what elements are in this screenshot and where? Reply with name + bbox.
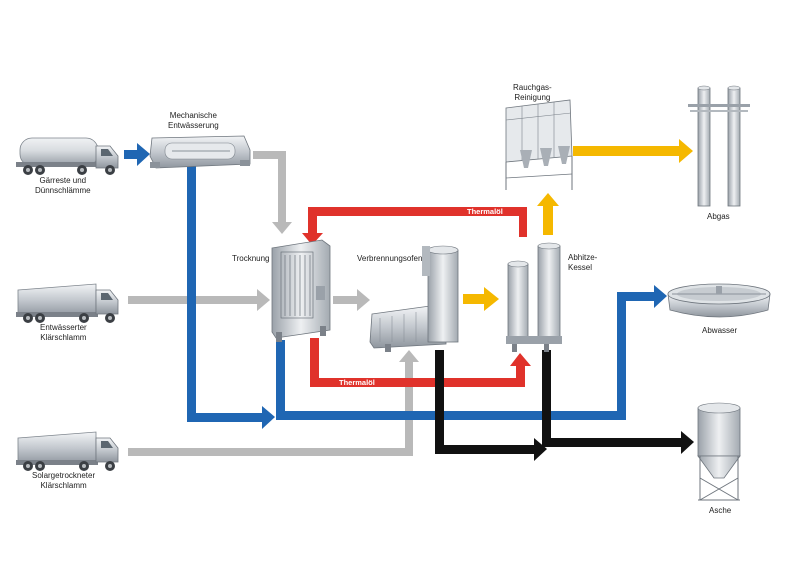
label-line: Asche	[709, 506, 732, 515]
ash-flows	[435, 350, 694, 461]
dryer-icon	[271, 239, 331, 342]
box-truck-icon-solar	[16, 431, 119, 471]
label-line: Abgas	[707, 212, 730, 221]
mechanical-dewatering-icon	[149, 135, 251, 169]
label-line: Gärreste und	[39, 176, 87, 185]
flue-gas-flows	[463, 139, 693, 311]
label-thermal-oil-bottom: Thermalöl	[339, 378, 375, 387]
exhaust-stacks-icon	[688, 85, 750, 207]
label-line: Solargetrockneter	[32, 471, 96, 480]
waste-heat-boiler-icon	[506, 242, 562, 352]
label-drying: Trocknung	[232, 254, 270, 264]
label-line: Kessel	[568, 263, 593, 272]
label-line: Mechanische	[169, 111, 217, 120]
label-line: Trocknung	[232, 254, 270, 263]
tanker-truck-icon	[16, 137, 119, 175]
label-line: Klärschlamm	[40, 333, 87, 342]
label-exhaust: Abgas	[707, 212, 730, 222]
label-incinerator: Verbrennungsofen	[357, 254, 422, 264]
label-waste-heat-boiler: Abhitze- Kessel	[568, 253, 597, 273]
label-line: Rauchgas-	[513, 83, 552, 92]
label-source-digestate: Gärreste und Dünnschlämme	[35, 176, 91, 196]
label-wastewater: Abwasser	[702, 326, 737, 336]
label-ash: Asche	[709, 506, 731, 516]
label-line: Reinigung	[514, 93, 551, 102]
wastewater-clarifier-icon	[667, 283, 771, 318]
label-line: Abwasser	[702, 326, 738, 335]
box-truck-icon-sludge	[16, 283, 119, 323]
label-line: Dünnschlämme	[35, 186, 91, 195]
label-source-dewatered-sludge: Entwässerter Klärschlamm	[40, 323, 87, 343]
label-line: Abhitze-	[568, 253, 598, 262]
incinerator-icon	[369, 245, 459, 352]
label-line: Klärschlamm	[40, 481, 87, 490]
ash-silo-icon	[697, 402, 741, 501]
flue-gas-cleaning-icon	[505, 99, 573, 190]
water-flows	[124, 143, 667, 429]
label-line: Verbrennungsofen	[357, 254, 423, 263]
thermal-oil-flows	[302, 207, 531, 387]
label-flue-gas-cleaning: Rauchgas- Reinigung	[513, 83, 552, 103]
label-line: Entwässerung	[168, 121, 219, 130]
label-thermal-oil-top: Thermalöl	[467, 207, 503, 216]
label-source-solar-dried-sludge: Solargetrockneter Klärschlamm	[32, 471, 95, 491]
label-mechanical-dewatering: Mechanische Entwässerung	[168, 111, 219, 131]
label-line: Entwässerter	[40, 323, 87, 332]
